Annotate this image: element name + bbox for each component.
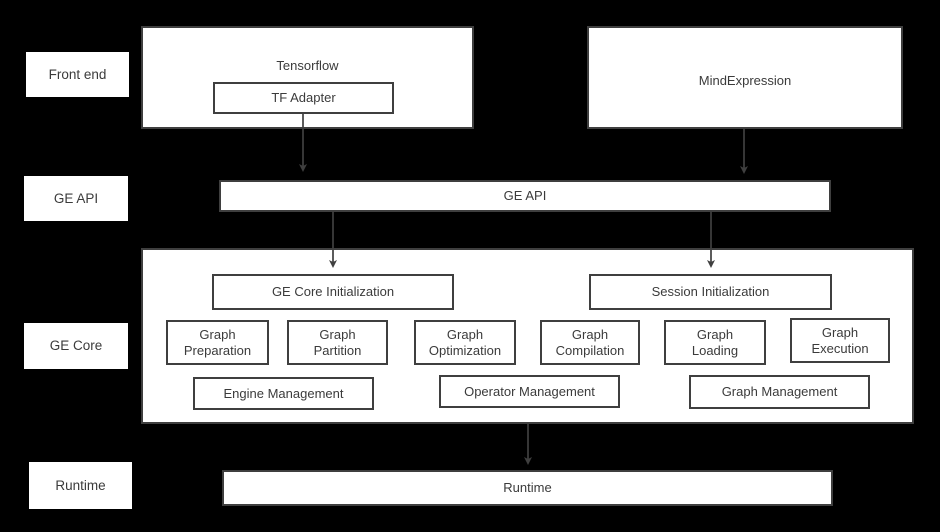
session-initialization-box[interactable]: Session Initialization — [589, 274, 832, 310]
session-initialization-label: Session Initialization — [651, 284, 770, 300]
graph-preparation-label-line1: Graph — [199, 327, 236, 343]
graph-optimization-box[interactable]: Graph Optimization — [414, 320, 516, 365]
runtime-bar-label: Runtime — [503, 480, 552, 496]
graph-partition-label-line1: Graph — [319, 327, 356, 343]
graph-optimization-label-line1: Graph — [446, 327, 484, 343]
mindexpression-panel: MindExpression — [587, 26, 903, 129]
ge-core-initialization-box[interactable]: GE Core Initialization — [212, 274, 454, 310]
ge-core-initialization-label: GE Core Initialization — [271, 284, 395, 300]
graph-execution-box[interactable]: Graph Execution — [790, 318, 890, 363]
tier-label-ge-core: GE Core — [24, 323, 128, 369]
tier-label-ge-core-text: GE Core — [49, 338, 103, 354]
graph-management-box[interactable]: Graph Management — [689, 375, 870, 409]
graph-optimization-label-line2: Optimization — [428, 342, 502, 358]
tier-label-runtime-text: Runtime — [55, 477, 106, 493]
tier-label-front-end-text: Front end — [48, 66, 107, 82]
graph-compilation-box[interactable]: Graph Compilation — [540, 320, 640, 365]
graph-compilation-label-line2: Compilation — [555, 342, 625, 358]
ge-api-bar-label: GE API — [503, 188, 547, 204]
tier-label-ge-api-text: GE API — [53, 190, 99, 206]
ge-api-bar[interactable]: GE API — [219, 180, 831, 212]
tf-adapter-box[interactable]: TF Adapter — [213, 82, 394, 114]
mindexpression-panel-title: MindExpression — [698, 73, 792, 88]
graph-preparation-box[interactable]: Graph Preparation — [166, 320, 269, 365]
graph-partition-label-line2: Partition — [313, 342, 362, 358]
tier-label-runtime: Runtime — [29, 462, 132, 509]
tensorflow-panel-title: Tensorflow — [276, 58, 339, 73]
graph-loading-label-line1: Graph — [696, 327, 734, 343]
tier-label-ge-api: GE API — [24, 176, 128, 221]
graph-partition-box[interactable]: Graph Partition — [287, 320, 388, 365]
graph-management-label: Graph Management — [721, 384, 838, 400]
runtime-bar[interactable]: Runtime — [222, 470, 833, 506]
operator-management-box[interactable]: Operator Management — [439, 375, 620, 408]
graph-compilation-label-line1: Graph — [571, 327, 609, 343]
operator-management-label: Operator Management — [464, 383, 595, 399]
engine-management-box[interactable]: Engine Management — [193, 377, 374, 410]
graph-execution-label-line1: Graph — [821, 325, 859, 341]
graph-loading-label-line2: Loading — [691, 342, 739, 358]
graph-execution-label-line2: Execution — [811, 340, 869, 356]
tf-adapter-label: TF Adapter — [271, 90, 336, 106]
tier-label-front-end: Front end — [26, 52, 129, 97]
graph-loading-box[interactable]: Graph Loading — [664, 320, 766, 365]
engine-management-label: Engine Management — [223, 385, 344, 401]
graph-preparation-label-line2: Preparation — [183, 342, 252, 358]
